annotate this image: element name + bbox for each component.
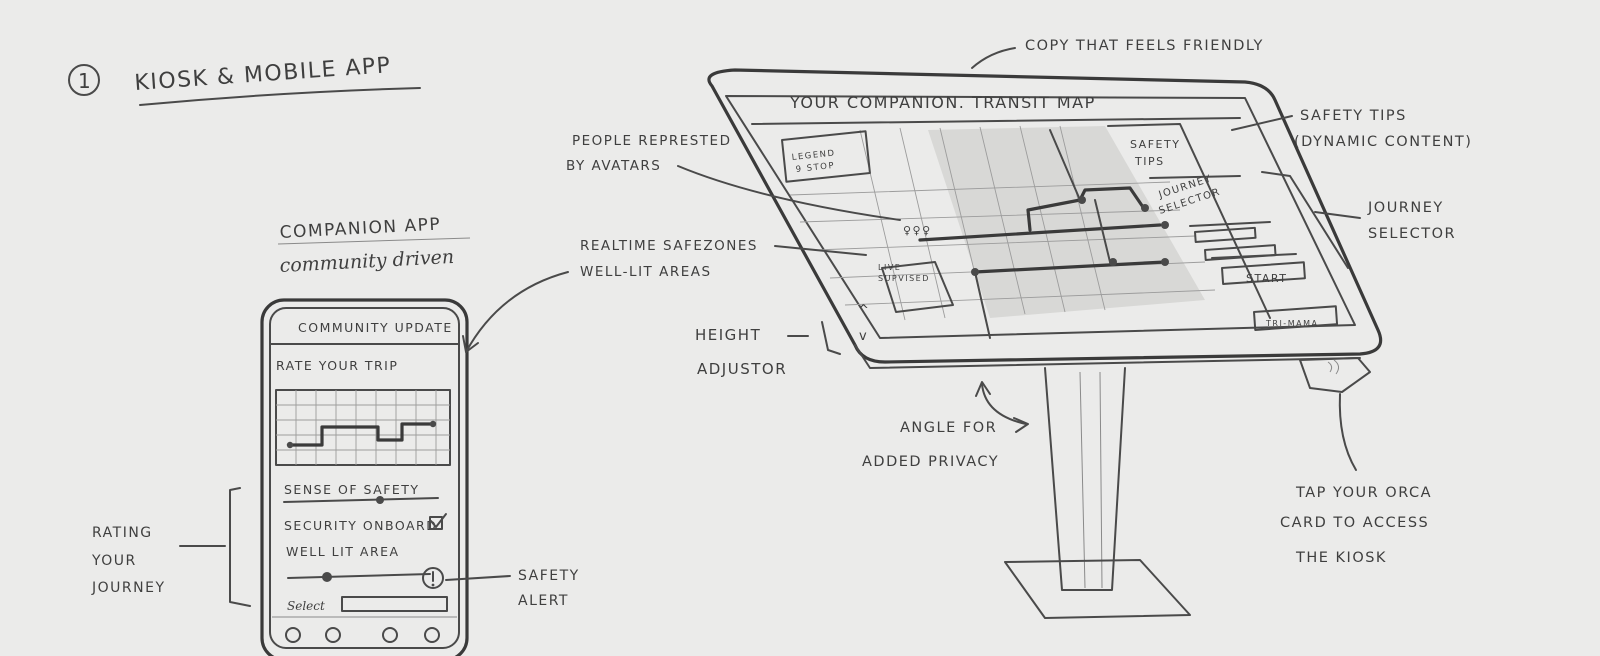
sense-of-safety-label: SENSE OF SAFETY	[284, 482, 420, 497]
sense-slider-thumb[interactable]	[376, 496, 384, 504]
kiosk-screen-title: YOUR COMPANION. TRANSIT MAP	[789, 93, 1096, 112]
kiosk-avatars: ♀♀♀	[903, 224, 932, 237]
select-dropdown-label: Select	[287, 599, 325, 613]
safety-alert-leader	[446, 576, 510, 580]
rating-bracket	[230, 488, 250, 606]
kiosk-post	[1045, 368, 1125, 590]
app-subtitle: community driven	[279, 246, 455, 277]
tap-label-3: THE KIOSK	[1295, 550, 1387, 566]
well-lit-slider[interactable]	[288, 572, 430, 582]
kiosk-illustration: YOUR COMPANION. TRANSIT MAP LEGEND 9 STO…	[709, 70, 1381, 618]
rating-label-3: JOURNEY	[91, 580, 166, 596]
trip-start-dot	[287, 442, 293, 448]
angle-arrowhead-2	[1014, 418, 1028, 432]
tap-orca-leader	[1340, 394, 1356, 470]
kiosk-safety-tips-2: TIPS	[1134, 155, 1165, 168]
nav-button-4[interactable]	[425, 628, 439, 642]
journey-selector-label-2: SELECTOR	[1368, 226, 1456, 242]
journey-selector-label-1: JOURNEY	[1367, 200, 1444, 216]
well-lit-slider-track	[288, 574, 430, 578]
rating-label-2: YOUR	[91, 553, 137, 569]
heading-number: 1	[78, 69, 92, 93]
app-title-group: COMPANION APP community driven	[278, 215, 470, 277]
annotation-copy-friendly: COPY THAT FEELS FRIENDLY	[972, 38, 1264, 68]
tap-label-2: CARD TO ACCESS	[1280, 515, 1429, 531]
nav-button-3[interactable]	[383, 628, 397, 642]
realtime-leader	[775, 246, 866, 255]
app-trip-map	[276, 390, 450, 465]
nav-button-1[interactable]	[286, 628, 300, 642]
copy-friendly-label: COPY THAT FEELS FRIENDLY	[1025, 38, 1264, 54]
kiosk-legend-label-2: 9 STOP	[795, 161, 835, 175]
angle-arrow	[982, 384, 1026, 424]
height-bracket	[822, 322, 840, 354]
annotation-tap-orca: TAP YOUR ORCA CARD TO ACCESS THE KIOSK	[1280, 394, 1432, 566]
angle-label-2: ADDED PRIVACY	[862, 454, 999, 470]
height-up-icon[interactable]: ^	[858, 303, 870, 318]
copy-friendly-leader	[972, 48, 1015, 68]
trip-end-dot	[430, 421, 436, 427]
rate-trip-label: RATE YOUR TRIP	[276, 358, 398, 373]
kiosk-live-label-1: LIVE	[878, 263, 901, 272]
select-dropdown[interactable]	[342, 597, 447, 611]
kiosk-journey-field-1[interactable]	[1195, 228, 1256, 242]
safety-tips-label-2: (DYNAMIC CONTENT)	[1294, 134, 1472, 150]
orca-card-reader[interactable]	[1300, 358, 1370, 392]
tap-label-1: TAP YOUR ORCA	[1295, 485, 1432, 501]
annotation-height-adjustor: HEIGHT ADJUSTOR	[695, 322, 840, 378]
realtime-label-1: REALTIME SAFEZONES	[580, 238, 758, 254]
sense-slider-track	[284, 498, 438, 502]
annotation-rating-journey: RATING YOUR JOURNEY	[91, 488, 250, 606]
sketch-heading: 1 KIOSK & MOBILE APP	[69, 53, 420, 105]
people-avatars-label-2: BY AVATARS	[566, 158, 661, 174]
safety-alert-icon[interactable]	[423, 568, 443, 588]
kiosk-live-label-2: SUPVISED	[878, 274, 930, 283]
app-title: COMPANION APP	[279, 215, 441, 243]
height-label-2: ADJUSTOR	[697, 360, 787, 378]
people-avatars-label-1: PEOPLE REPRESTED	[572, 133, 731, 149]
height-down-icon[interactable]: v	[859, 329, 868, 344]
app-header-title: COMMUNITY UPDATE	[298, 320, 453, 335]
sense-of-safety-slider[interactable]	[284, 496, 438, 504]
journey-selector-leader	[1315, 212, 1360, 218]
safety-alert-label-1: SAFETY	[518, 568, 580, 584]
rating-label-1: RATING	[92, 525, 153, 541]
realtime-to-app-arrow	[466, 272, 568, 352]
height-label-1: HEIGHT	[695, 326, 761, 344]
well-lit-area-label: WELL LIT AREA	[286, 544, 400, 559]
annotation-realtime-safezones: REALTIME SAFEZONES WELL-LIT AREAS	[580, 238, 866, 280]
kiosk-bottom-button-label: TRI-MAMA	[1265, 319, 1318, 328]
angle-label-1: ANGLE FOR	[900, 420, 997, 436]
safety-tips-label-1: SAFETY TIPS	[1300, 108, 1407, 124]
kiosk-start-label: START	[1246, 272, 1287, 285]
kiosk-title-divider	[752, 118, 1240, 124]
well-lit-slider-thumb[interactable]	[322, 572, 332, 582]
phone-mockup: COMMUNITY UPDATE RATE YOUR TRIP SENSE OF…	[262, 300, 467, 656]
safety-tips-leader	[1232, 116, 1292, 130]
safety-alert-label-2: ALERT	[518, 593, 569, 609]
nav-button-2[interactable]	[326, 628, 340, 642]
realtime-label-2: WELL-LIT AREAS	[580, 264, 712, 280]
contactless-icon	[1328, 360, 1339, 374]
annotation-people-avatars: PEOPLE REPRESTED BY AVATARS	[566, 133, 900, 220]
security-onboard-label: SECURITY ONBOARD	[284, 518, 437, 533]
annotation-angle-privacy: ANGLE FOR ADDED PRIVACY	[862, 382, 1028, 470]
trip-route	[290, 424, 433, 445]
kiosk-safety-tips-1: SAFETY	[1130, 138, 1180, 151]
